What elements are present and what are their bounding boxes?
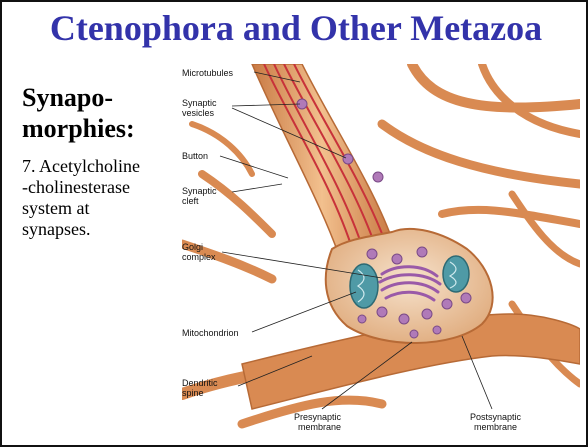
label-synaptic-cleft-2: cleft <box>182 196 199 206</box>
body-text: 7. Acetylcholine -cholinesterase system … <box>22 156 182 240</box>
body-line-4: synapses. <box>22 219 182 240</box>
label-synaptic-cleft-1: Synaptic <box>182 186 217 196</box>
heading-line-2: morphies: <box>22 113 182 144</box>
label-postsynaptic-2: membrane <box>474 422 517 432</box>
body-line-1: 7. Acetylcholine <box>22 156 182 177</box>
label-button: Button <box>182 151 208 161</box>
label-microtubules: Microtubules <box>182 68 234 78</box>
body-line-2: -cholinesterase <box>22 177 182 198</box>
synapse-illustration: Microtubules Synaptic vesicles Button Sy… <box>182 64 580 442</box>
label-presynaptic-2: membrane <box>298 422 341 432</box>
synapse-drawing: Microtubules Synaptic vesicles Button Sy… <box>182 64 580 442</box>
label-synaptic-vesicles-2: vesicles <box>182 108 215 118</box>
label-dendritic-spine-1: Dendritic <box>182 378 218 388</box>
label-dendritic-spine-2: spine <box>182 388 204 398</box>
body-line-3: system at <box>22 198 182 219</box>
label-postsynaptic-1: Postsynaptic <box>470 412 522 422</box>
label-golgi-1: Golgi <box>182 242 203 252</box>
slide-title: Ctenophora and Other Metazoa <box>2 6 588 50</box>
section-heading: Synapo- morphies: <box>22 82 182 144</box>
heading-line-1: Synapo- <box>22 82 182 113</box>
label-synaptic-vesicles-1: Synaptic <box>182 98 217 108</box>
label-golgi-2: complex <box>182 252 216 262</box>
label-mitochondrion: Mitochondrion <box>182 328 239 338</box>
label-presynaptic-1: Presynaptic <box>294 412 342 422</box>
